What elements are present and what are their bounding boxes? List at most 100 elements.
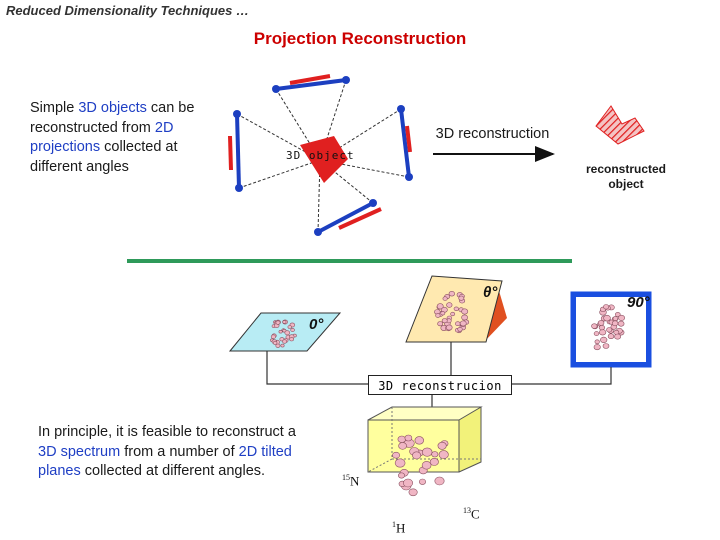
axis-13c-label: 13C (463, 506, 480, 522)
peaks-theta (434, 291, 470, 334)
reconstruction-label: 3D reconstruction (435, 126, 550, 142)
peaks-90-degrees (591, 304, 625, 351)
axis-1h-sup: 1 (392, 520, 396, 529)
peak-marker (440, 311, 446, 316)
peak-marker (593, 331, 600, 336)
axis-15n-letter: N (350, 473, 360, 489)
peak-marker (418, 478, 426, 485)
peak-marker (435, 313, 441, 318)
projection-plane-right (397, 105, 413, 181)
highlight-2d-tilted-planes: 2D tilted planes (38, 443, 292, 480)
intro-text-part: collected at different angles (30, 139, 178, 175)
highlight-3d-spectrum: 3D spectrum (38, 443, 121, 460)
axis-13c-letter: C (471, 506, 480, 522)
highlight-3d-objects: 3D objects (78, 100, 147, 116)
peak-marker (453, 306, 459, 311)
peak-marker (602, 343, 610, 349)
peak-marker (398, 442, 407, 450)
peak-marker (458, 295, 465, 301)
peak-marker (394, 458, 406, 468)
peak-marker (280, 343, 285, 348)
projection-plane-bottom (314, 199, 382, 236)
peak-marker (287, 325, 292, 329)
peak-marker (441, 318, 448, 324)
peak-marker (275, 343, 281, 348)
peak-marker (457, 326, 463, 332)
peak-marker (431, 451, 439, 458)
peak-marker (422, 447, 433, 457)
peak-marker (270, 334, 276, 339)
bottom-text-part: In principle, it is feasible to reconstr… (38, 424, 296, 440)
peak-marker (412, 451, 422, 460)
projection-plane-left (228, 110, 243, 192)
peak-marker (429, 457, 439, 466)
peak-marker (461, 314, 468, 321)
peak-marker (438, 450, 449, 459)
peak-marker (597, 320, 605, 326)
peak-marker (284, 330, 291, 336)
peak-marker (397, 472, 405, 479)
peak-marker (404, 434, 413, 442)
peak-marker (275, 320, 281, 325)
peak-marker (594, 339, 600, 345)
axis-13c-sup: 13 (463, 506, 471, 515)
peak-marker (448, 291, 455, 297)
peak-marker (600, 336, 608, 344)
peak-marker (414, 436, 424, 445)
peak-marker (593, 344, 601, 351)
peak-marker (445, 324, 453, 331)
peak-marker (455, 321, 461, 327)
3d-object-label: 3D object (286, 149, 355, 162)
peak-marker (289, 337, 294, 342)
axis-15n-label: 15N (342, 473, 359, 489)
reconstructed-object-label: reconstructed object (585, 162, 667, 191)
peak-marker (617, 320, 625, 327)
peak-marker (603, 304, 610, 310)
peak-marker (606, 327, 613, 333)
peak-marker (282, 320, 287, 324)
peak-marker (392, 451, 400, 459)
peak-marker (402, 478, 413, 488)
peak-marker (282, 339, 287, 344)
peak-marker (408, 488, 418, 497)
angle-0-label: 0° (309, 316, 324, 333)
peak-marker (272, 340, 278, 345)
peaks-0-degrees (270, 319, 297, 348)
bottom-text-part: from a number of (120, 443, 239, 460)
axis-15n-sup: 15 (342, 473, 350, 482)
intro-text: Simple 3D objects can be reconstructed f… (30, 99, 195, 177)
axis-1h-label: 1H (392, 520, 405, 536)
angle-90-label: 90° (627, 294, 650, 311)
peak-marker (442, 296, 448, 301)
peaks-cube (392, 434, 449, 497)
peak-marker (421, 461, 432, 470)
angle-theta-label: θ° (483, 284, 498, 301)
peak-marker (434, 476, 445, 486)
intro-text-part: Simple (30, 100, 79, 116)
peak-marker (450, 311, 456, 317)
bottom-text: In principle, it is feasible to reconstr… (38, 423, 298, 482)
bottom-text-part: collected at different angles. (80, 463, 266, 479)
peak-marker (598, 329, 607, 336)
peak-marker (459, 320, 467, 327)
peak-marker (461, 308, 469, 315)
peak-marker (591, 323, 598, 329)
peak-marker (614, 333, 621, 340)
reconstructed-object-shape (595, 105, 645, 145)
peak-marker (278, 330, 283, 334)
reconstruction-box: 3D reconstrucion (368, 375, 512, 395)
peak-marker (611, 320, 619, 327)
axis-1h-letter: H (396, 520, 406, 536)
peak-marker (436, 303, 444, 310)
peak-marker (598, 325, 606, 331)
slide-title: Projection Reconstruction (253, 29, 467, 48)
peak-marker (603, 314, 611, 322)
projection-plane-top (272, 74, 350, 93)
peak-marker (437, 321, 444, 327)
header-title: Reduced Dimensionality Techniques … (6, 3, 249, 18)
peak-marker (617, 314, 625, 321)
peak-marker (437, 441, 447, 450)
intro-text-part: can be reconstructed from (30, 100, 195, 136)
peak-marker (446, 302, 453, 308)
